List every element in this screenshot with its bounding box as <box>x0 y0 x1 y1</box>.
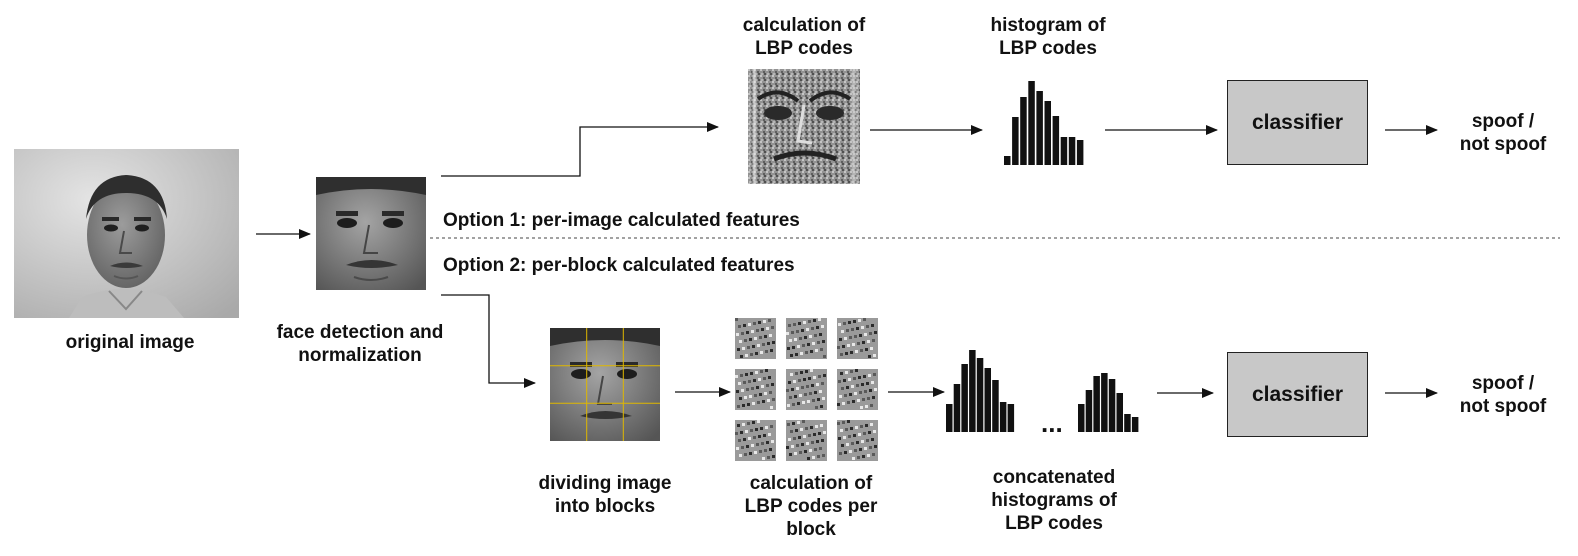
label-lbp-calculation-top: calculation of LBP codes <box>742 15 866 59</box>
histogram-bottom-left-bar-3 <box>969 350 976 432</box>
histogram-ellipsis: ... <box>1041 408 1063 438</box>
histogram-bottom-left-bar-8 <box>1007 404 1015 432</box>
histogram-bottom-left-bar-2 <box>961 364 968 432</box>
lbp-block-0-1 <box>786 318 827 359</box>
histogram-top-bar-9 <box>1076 140 1084 165</box>
histogram-bottom-right-bar-6 <box>1124 414 1131 432</box>
classifier-box-top: classifier <box>1227 80 1368 165</box>
histogram-top-bar-8 <box>1068 137 1076 165</box>
lbp-blocks-grid <box>735 318 878 461</box>
histogram-bottom-right-bar-2 <box>1093 376 1100 432</box>
label-option-2: Option 2: per-block calculated features <box>443 255 795 276</box>
label-dividing-blocks: dividing image into blocks <box>538 473 672 517</box>
label-output-bottom: spoof / not spoof <box>1459 373 1547 417</box>
label-original-image: original image <box>65 332 195 353</box>
arrow-face-to-blocks <box>441 294 536 388</box>
histogram-top-bar-5 <box>1044 101 1051 165</box>
histogram-bottom-right-bar-7 <box>1131 417 1139 432</box>
histogram-bottom-right-bar-0 <box>1078 404 1085 432</box>
lbp-block-1-2 <box>837 369 878 410</box>
histogram-bottom-left-bar-1 <box>953 384 961 432</box>
histogram-bottom-right-bar-1 <box>1085 390 1093 432</box>
lbp-block-1-1 <box>786 369 827 410</box>
concatenated-histograms <box>946 350 1139 432</box>
histogram-bottom-left-bar-7 <box>999 402 1007 432</box>
histogram-bottom-left-bar-0 <box>946 404 953 432</box>
histogram-bottom-left-bar-4 <box>976 358 984 432</box>
label-output-top: spoof / not spoof <box>1459 111 1547 155</box>
lbp-block-2-0 <box>735 420 776 461</box>
lbp-block-0-0 <box>735 318 776 359</box>
lbp-block-2-1 <box>786 420 827 461</box>
histogram-top-bar-1 <box>1012 117 1019 165</box>
label-histogram-top: histogram of LBP codes <box>990 15 1106 59</box>
lbp-block-1-0 <box>735 369 776 410</box>
label-lbp-calculation-blocks: calculation of LBP codes per block <box>744 473 878 540</box>
original-face-image <box>14 149 239 318</box>
histogram-bottom-right-bar-3 <box>1101 373 1108 432</box>
lbp-code-image <box>748 69 860 184</box>
classifier-box-bottom: classifier <box>1227 352 1368 437</box>
histogram-top-bar-7 <box>1060 137 1068 165</box>
histogram-top-bar-3 <box>1028 81 1035 165</box>
histogram-bottom-right-bar-5 <box>1116 393 1123 432</box>
normalized-face-image <box>316 177 426 290</box>
histogram-top-bar-2 <box>1020 97 1027 165</box>
histogram-top-bar-4 <box>1036 91 1043 165</box>
label-face-detection: face detection and normalization <box>276 322 444 366</box>
lbp-block-0-2 <box>837 318 878 359</box>
lbp-block-2-2 <box>837 420 878 461</box>
histogram-bottom-left-bar-6 <box>992 380 999 432</box>
histogram-bottom-right-bar-4 <box>1108 379 1116 432</box>
histogram-bottom-left-bar-5 <box>984 368 991 432</box>
face-blocks-image <box>550 328 660 441</box>
histogram-top-bar-0 <box>1004 156 1011 165</box>
histogram-top-bar-6 <box>1052 116 1060 165</box>
label-option-1: Option 1: per-image calculated features <box>443 210 800 231</box>
arrow-face-to-lbp-top <box>441 122 719 177</box>
label-concatenated-histograms: concatenated histograms of LBP codes <box>991 467 1117 534</box>
histogram-top <box>1004 81 1084 165</box>
